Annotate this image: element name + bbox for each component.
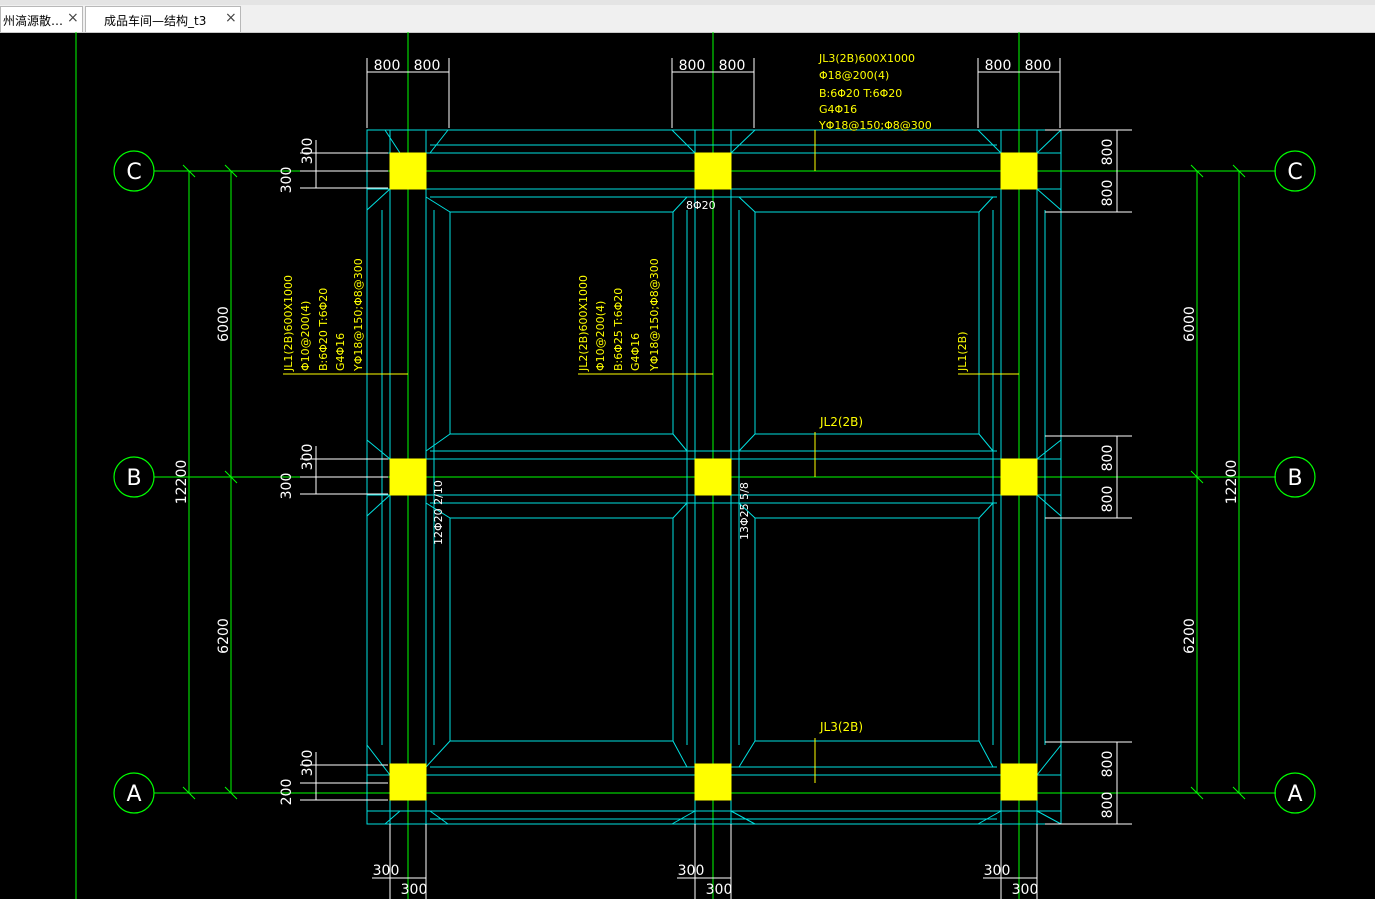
column-a3: [1000, 763, 1038, 801]
dim-span-bottom-left: 6200: [216, 618, 232, 654]
jl1-annotation-line-1: JL1(2B)600X1000: [282, 275, 295, 372]
dim-top-1b: 800: [414, 58, 441, 74]
dim-span-top-right: 6000: [1182, 306, 1198, 342]
jl1-annotation-line-4: G4Φ16: [334, 333, 347, 371]
axis-label-a-right: A: [1287, 782, 1302, 807]
dim-left-a-bot: 200: [279, 779, 295, 806]
top-dimension-lines: [366, 58, 1061, 128]
column-c2: [694, 152, 732, 190]
axis-label-b-right: B: [1287, 466, 1302, 491]
jl1-annotation-line-3: B:6Φ20 T:6Φ20: [317, 288, 330, 371]
annotation-leaders: [283, 130, 1019, 783]
dim-total-left: 12200: [174, 460, 190, 505]
column-c1: [389, 152, 427, 190]
jl2-annotation-line-1: JL2(2B)600X1000: [577, 275, 590, 372]
close-icon[interactable]: ×: [225, 10, 237, 26]
tab-bar-top-strip: [0, 0, 1375, 5]
dim-bottom-3a: 300: [984, 863, 1011, 879]
jl3-annotation-line-3: B:6Φ20 T:6Φ20: [819, 87, 902, 100]
dim-span-top-left: 6000: [216, 306, 232, 342]
axis-label-c-right: C: [1287, 160, 1302, 185]
axis-label-b-left: B: [126, 466, 141, 491]
jl3-annotation-line-2: Φ18@200(4): [819, 69, 889, 82]
tab-bar: 州滈源散… × 成品车间—结构_t3 ×: [0, 0, 1375, 33]
dim-right-b-bot: 800: [1100, 486, 1116, 513]
right-dimension-lines: [1045, 129, 1132, 825]
jl2-annotation-line-4: G4Φ16: [629, 333, 642, 371]
jl2-annotation-line-2: Φ10@200(4): [594, 301, 607, 371]
axis-bubbles: [113, 150, 1316, 814]
column-a2: [694, 763, 732, 801]
jl1-annotation-line-2: Φ10@200(4): [299, 301, 312, 371]
jl1-right-label: JL1(2B): [956, 332, 969, 373]
dim-top-1a: 800: [374, 58, 401, 74]
axis-label-c-left: C: [126, 160, 141, 185]
column-b2: [694, 458, 732, 496]
jl2-label: JL2(2B): [819, 415, 863, 429]
column-c3: [1000, 152, 1038, 190]
columns[interactable]: [389, 152, 1038, 801]
jl3-annotation-line-5: YΦ18@150;Φ8@300: [818, 119, 932, 132]
vertical-dimension-lines: [182, 164, 1246, 800]
dim-bottom-1b: 300: [401, 882, 428, 898]
dim-bottom-3b: 300: [1012, 882, 1039, 898]
left-dimension-lines: [300, 140, 388, 801]
jl2-annotation-line-3: B:6Φ25 T:6Φ20: [612, 288, 625, 371]
jl2-annotation-line-5: YΦ18@150;Φ8@300: [648, 258, 661, 372]
dim-right-b-top: 800: [1100, 445, 1116, 472]
tab-label: 成品车间—结构_t3: [104, 14, 207, 28]
rebar-label-b-left: 12Φ20 2/10: [432, 480, 445, 545]
dim-right-a-top: 800: [1100, 751, 1116, 778]
tab-label: 州滈源散…: [3, 14, 64, 28]
column-b1: [389, 458, 427, 496]
dim-bottom-2b: 300: [706, 882, 733, 898]
rebar-label-b-mid: 13Φ25 5/8: [738, 482, 751, 540]
close-icon[interactable]: ×: [67, 10, 79, 26]
dim-total-right: 12200: [1224, 460, 1240, 505]
jl3-annotation-line-1: JL3(2B)600X1000: [818, 52, 915, 65]
dim-bottom-1a: 300: [373, 863, 400, 879]
dim-left-c-bot: 300: [279, 167, 295, 194]
dim-left-b-top: 300: [300, 444, 316, 471]
dim-left-c-top: 300: [300, 138, 316, 165]
dim-right-c-bot: 800: [1100, 180, 1116, 207]
dim-bottom-2a: 300: [678, 863, 705, 879]
bottom-dimension-lines: [372, 824, 1038, 899]
column-a1: [389, 763, 427, 801]
dim-top-2b: 800: [719, 58, 746, 74]
dim-top-3b: 800: [1025, 58, 1052, 74]
dim-right-c-top: 800: [1100, 139, 1116, 166]
dim-span-bottom-right: 6200: [1182, 618, 1198, 654]
jl1-annotation-line-5: YΦ18@150;Φ8@300: [352, 258, 365, 372]
axis-label-a-left: A: [126, 782, 141, 807]
jl3-annotation-line-4: G4Φ16: [819, 103, 857, 116]
rebar-label-c: 8Φ20: [686, 199, 716, 212]
jl3-label: JL3(2B): [819, 720, 863, 734]
tab-drawing-1[interactable]: 州滈源散… ×: [0, 6, 83, 32]
cad-drawing-canvas[interactable]: C B A C B A 6000 6200 12200 6000 6200 12…: [0, 32, 1375, 899]
dim-top-2a: 800: [679, 58, 706, 74]
dim-top-3a: 800: [985, 58, 1012, 74]
tab-drawing-2[interactable]: 成品车间—结构_t3 ×: [85, 6, 241, 32]
dim-left-a-top: 300: [300, 750, 316, 777]
dim-right-a-bot: 800: [1100, 792, 1116, 819]
column-b3: [1000, 458, 1038, 496]
dim-left-b-bot: 300: [279, 473, 295, 500]
